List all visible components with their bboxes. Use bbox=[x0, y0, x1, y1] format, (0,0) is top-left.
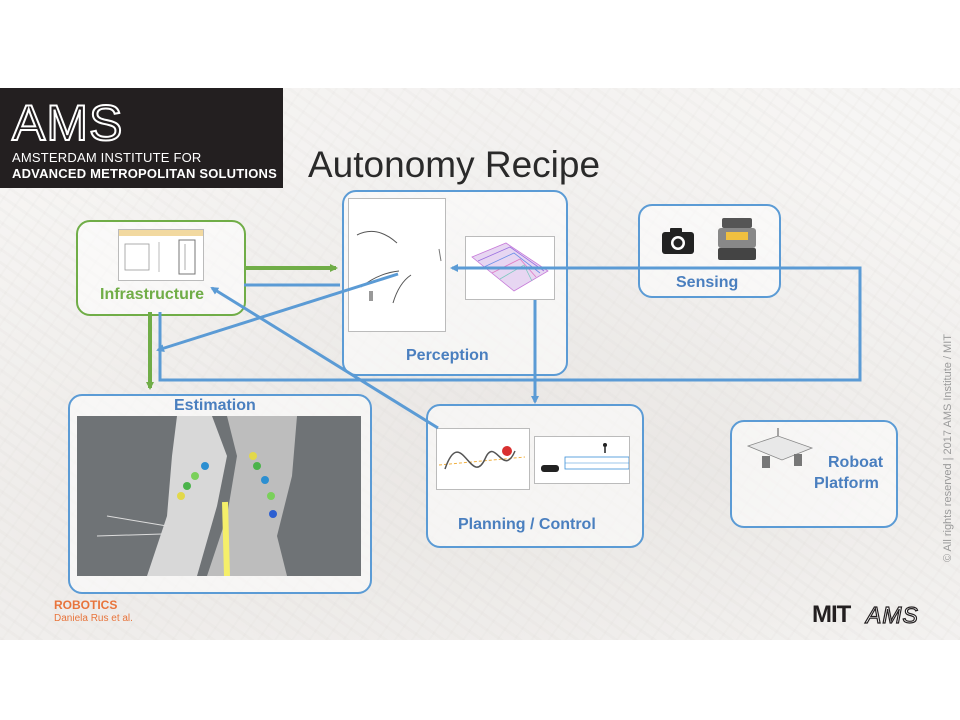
lidar-sensor-thumbnail bbox=[708, 214, 766, 264]
driving-scene-icon bbox=[541, 443, 629, 472]
lidar-sensor-icon bbox=[718, 218, 756, 260]
roboat-platform-node bbox=[730, 420, 898, 528]
logo-line-2: ADVANCED METROPOLITAN SOLUTIONS bbox=[12, 166, 277, 181]
ams-logo-text: AMS bbox=[865, 601, 919, 628]
perception-pointcloud-thumbnail bbox=[465, 236, 555, 300]
roboat-render-thumbnail bbox=[740, 426, 822, 476]
estimation-label: Estimation bbox=[174, 397, 256, 414]
mit-ams-logo: MIT AMS bbox=[812, 601, 930, 629]
slide-title: Autonomy Recipe bbox=[308, 144, 601, 185]
mit-logo-text: MIT bbox=[812, 601, 851, 628]
logo-line-1: AMSTERDAM INSTITUTE FOR bbox=[12, 150, 202, 165]
credit-title: ROBOTICS bbox=[54, 598, 118, 612]
roboat-label-line1: Roboat bbox=[828, 454, 884, 471]
trajectory-thumbnail bbox=[436, 428, 530, 490]
trajectory-icon bbox=[438, 446, 526, 470]
copyright-notice: © All rights reserved | 2017 AMS Institu… bbox=[942, 334, 954, 562]
perception-label: Perception bbox=[406, 347, 489, 364]
lidar-scan-icon bbox=[356, 230, 442, 304]
infrastructure-map-thumbnail bbox=[118, 229, 204, 281]
pointcloud-icon bbox=[471, 242, 549, 292]
perception-scan-thumbnail bbox=[348, 198, 446, 332]
planning-control-label: Planning / Control bbox=[458, 516, 596, 533]
roboat-label-line2: Platform bbox=[814, 475, 879, 492]
camera-icon bbox=[662, 228, 694, 254]
estimation-map-thumbnail bbox=[77, 416, 361, 576]
driving-scene-thumbnail bbox=[534, 436, 630, 484]
roboat-icon bbox=[746, 428, 814, 468]
ams-logo-letters: AMS bbox=[11, 94, 124, 152]
credit-author: Daniela Rus et al. bbox=[54, 613, 133, 624]
slam-map-icon bbox=[96, 416, 297, 576]
ams-logo: AMS AMSTERDAM INSTITUTE FOR ADVANCED MET… bbox=[0, 88, 283, 188]
infrastructure-map-icon bbox=[119, 230, 203, 275]
infrastructure-label: Infrastructure bbox=[100, 286, 205, 303]
sensing-label: Sensing bbox=[676, 274, 739, 291]
